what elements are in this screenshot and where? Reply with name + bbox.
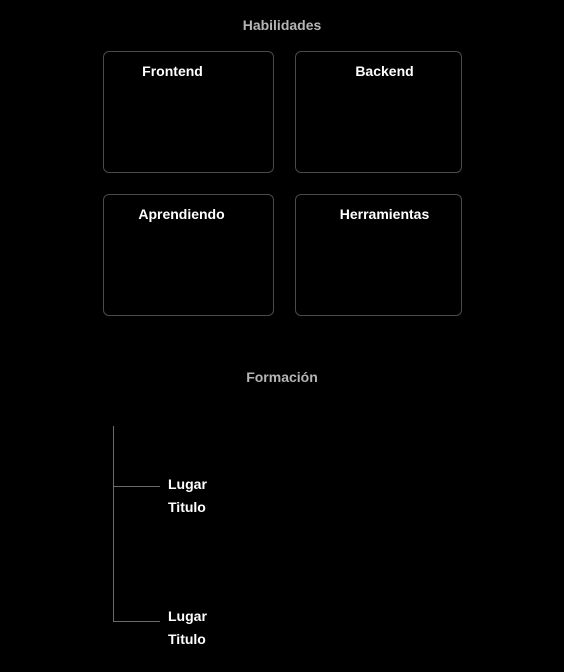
timeline-entry-title: Titulo <box>168 631 206 647</box>
timeline-line <box>113 426 114 622</box>
skill-card-title: Herramientas <box>339 206 430 222</box>
skill-card-title: Backend <box>355 63 414 79</box>
timeline-entry-place: Lugar <box>168 608 207 624</box>
skill-card-title: Frontend <box>142 63 203 79</box>
skills-section-title: Habilidades <box>242 17 322 33</box>
education-section-title: Formación <box>246 369 318 385</box>
timeline-entry-place: Lugar <box>168 476 207 492</box>
timeline-branch <box>113 621 160 622</box>
timeline-entry: Lugar Titulo <box>168 473 207 519</box>
skill-card-title: Aprendiendo <box>138 206 225 222</box>
skill-card-backend: Backend <box>295 51 462 173</box>
skill-card-frontend: Frontend <box>103 51 274 173</box>
timeline-branch <box>113 486 160 487</box>
timeline-entry: Lugar Titulo <box>168 605 207 651</box>
skill-card-aprendiendo: Aprendiendo <box>103 194 274 316</box>
skill-card-herramientas: Herramientas <box>295 194 462 316</box>
timeline-entry-title: Titulo <box>168 499 206 515</box>
